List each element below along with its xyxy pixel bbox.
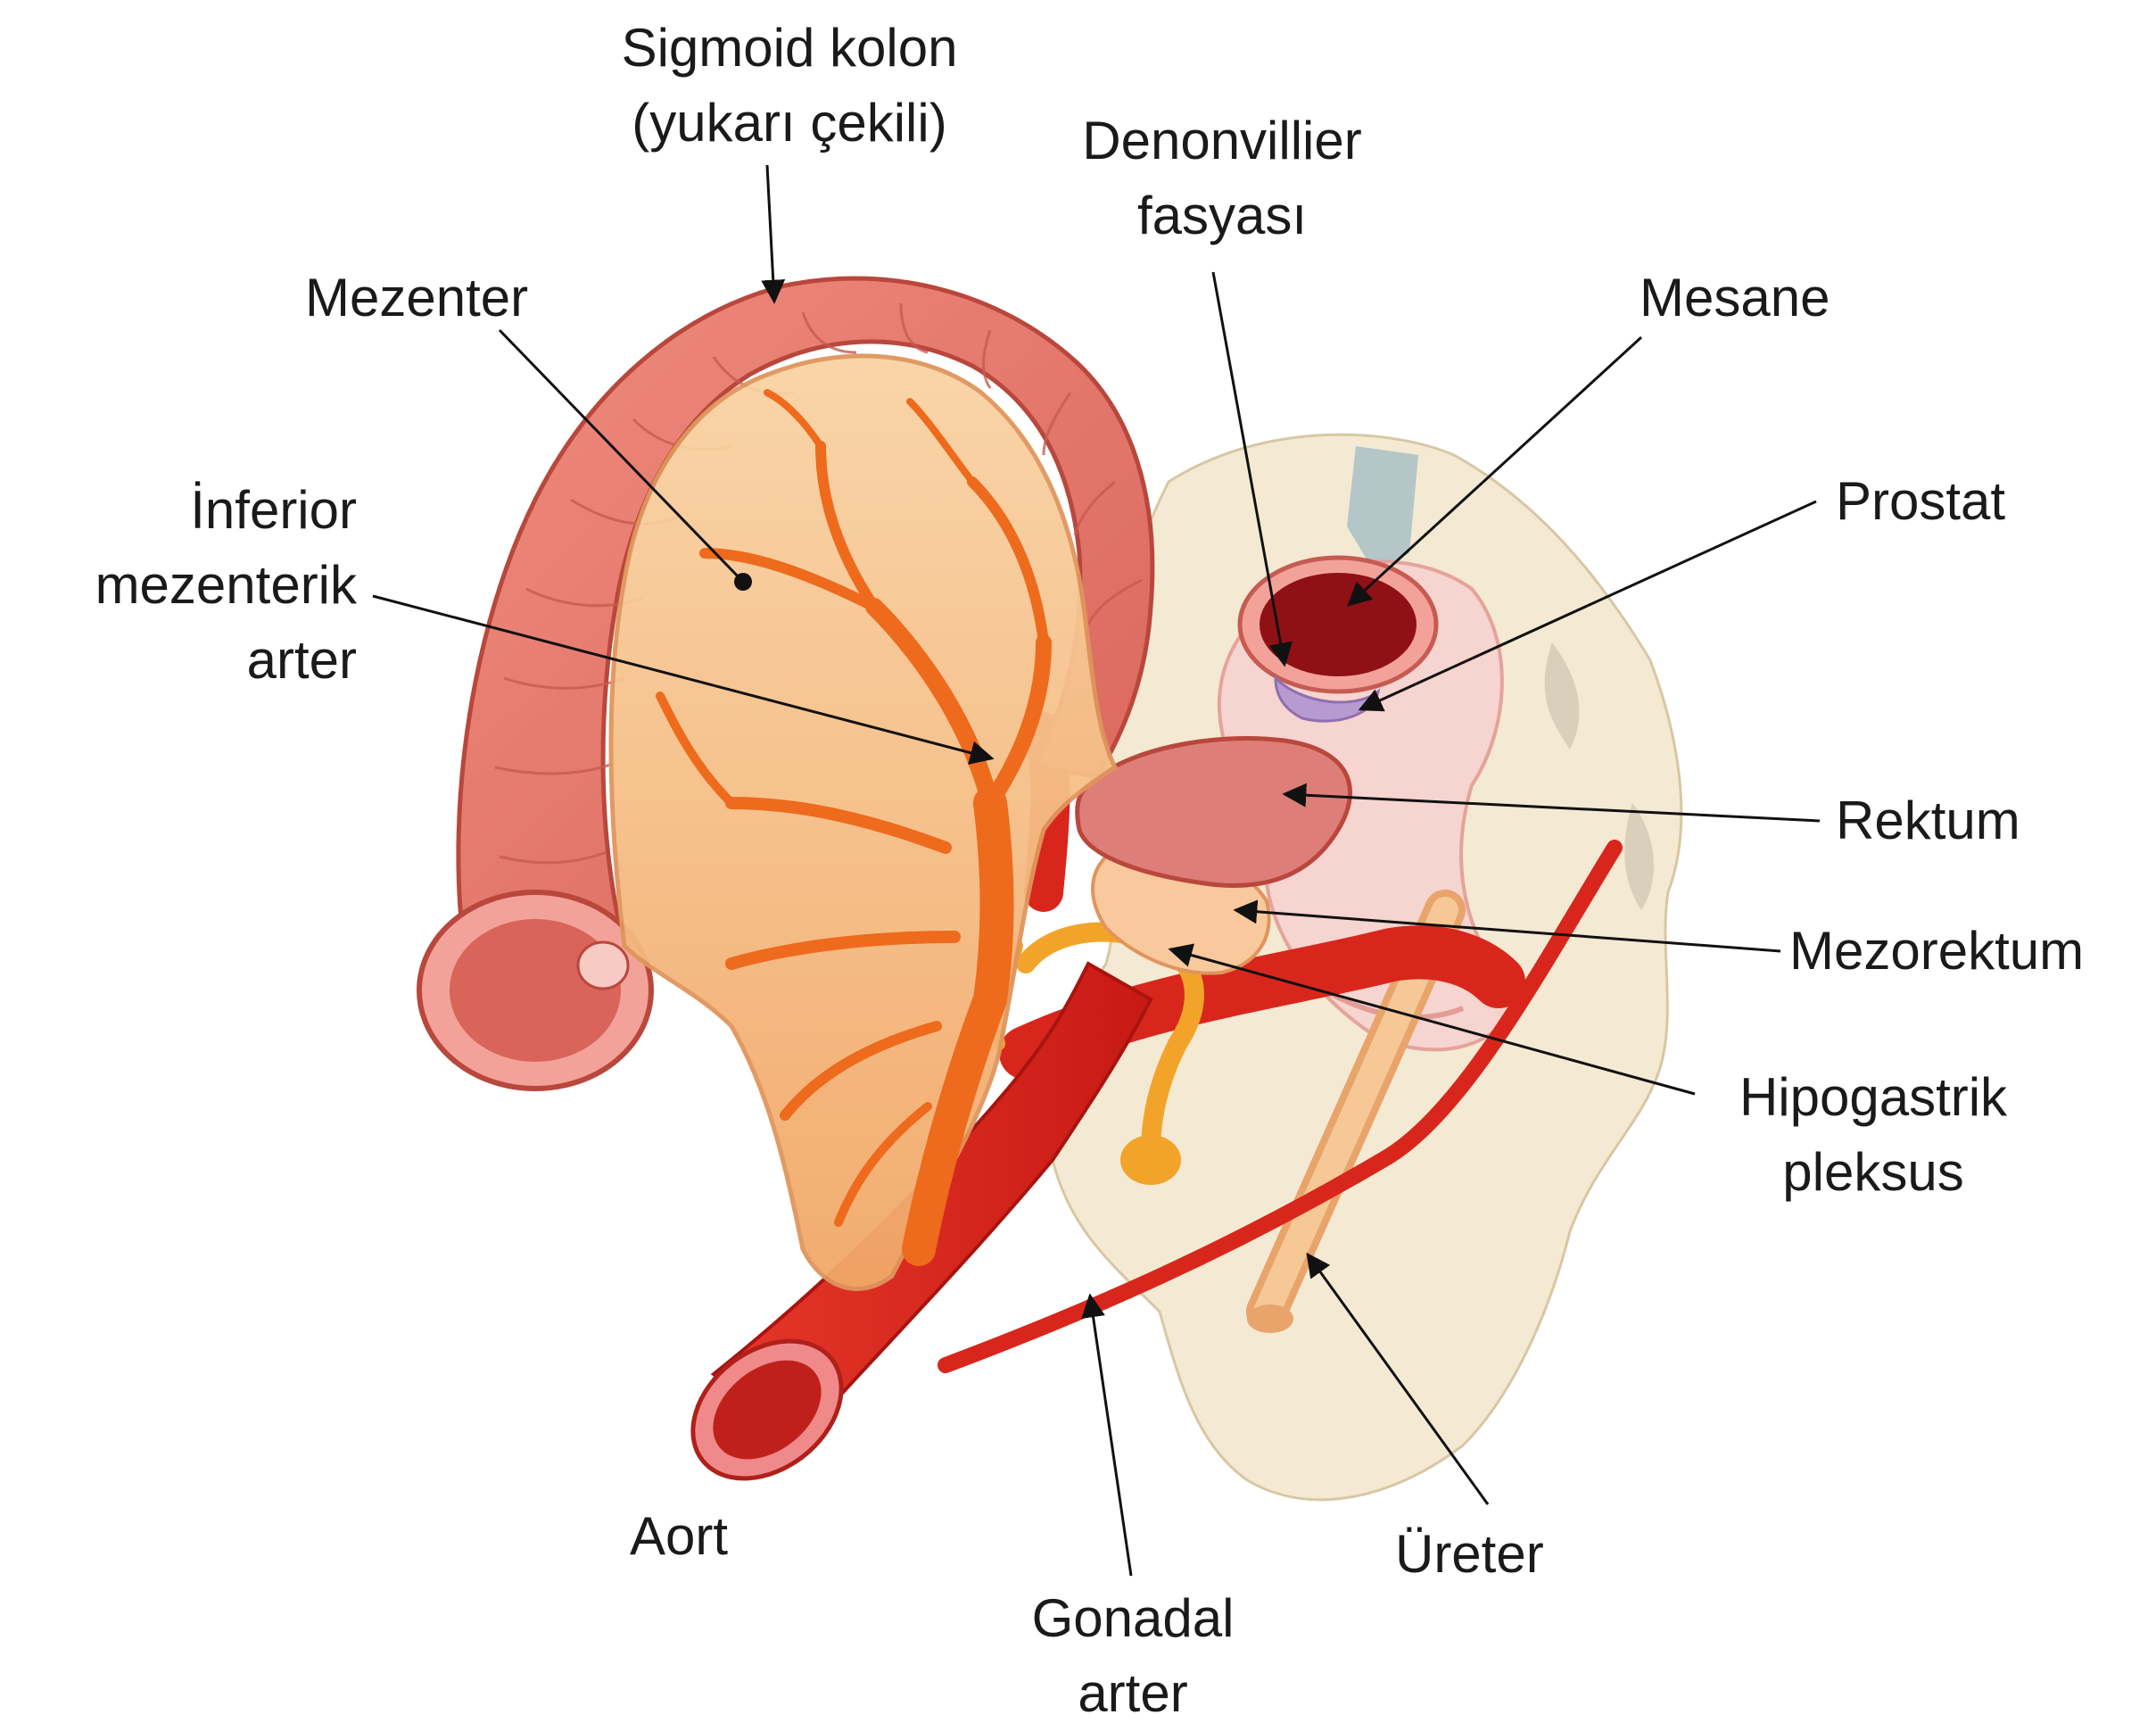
label-inferior-line3: arter <box>18 623 357 698</box>
label-aort-text: Aort <box>630 1499 728 1574</box>
label-denonvillier-fascia: Denonvillier fasyası <box>1017 104 1427 253</box>
label-ureter: Üreter <box>1395 1517 1544 1592</box>
label-mezenter: Mezenter <box>305 261 528 335</box>
label-inferior-line1: İnferior <box>18 473 357 548</box>
label-inferior-mesenteric-artery: İnferior mezenterik arter <box>18 473 357 698</box>
label-mezorektum-text: Mezorektum <box>1789 914 2084 989</box>
label-sigmoid-line2: (yukarı çekili) <box>553 86 1026 161</box>
label-hipogastrik-line2: pleksus <box>1695 1135 2052 1210</box>
label-inferior-line2: mezenterik <box>18 548 357 623</box>
label-rektum-text: Rektum <box>1836 783 2020 858</box>
label-prostat-text: Prostat <box>1836 464 2005 539</box>
label-denonvillier-line1: Denonvillier <box>1017 104 1427 178</box>
label-prostat: Prostat <box>1836 464 2005 539</box>
label-gonadal-artery: Gonadal arter <box>963 1581 1302 1731</box>
leader-sigmoid <box>767 165 774 302</box>
label-aort: Aort <box>630 1499 728 1574</box>
label-denonvillier-line2: fasyası <box>1017 178 1427 253</box>
label-hypogastric-plexus: Hipogastrik pleksus <box>1695 1060 2052 1210</box>
label-hipogastrik-line1: Hipogastrik <box>1695 1060 2052 1135</box>
label-rektum: Rektum <box>1836 783 2020 858</box>
label-ureter-text: Üreter <box>1395 1517 1544 1592</box>
label-gonadal-line1: Gonadal <box>963 1581 1302 1656</box>
label-sigmoid-line1: Sigmoid kolon <box>553 11 1026 86</box>
label-gonadal-line2: arter <box>963 1656 1302 1731</box>
leader-gonadal <box>1090 1296 1131 1576</box>
label-mesane: Mesane <box>1640 261 1830 335</box>
label-mesane-text: Mesane <box>1640 261 1830 335</box>
label-sigmoid-colon: Sigmoid kolon (yukarı çekili) <box>553 11 1026 161</box>
label-mezorektum: Mezorektum <box>1789 914 2084 989</box>
label-mezenter-text: Mezenter <box>305 261 528 335</box>
